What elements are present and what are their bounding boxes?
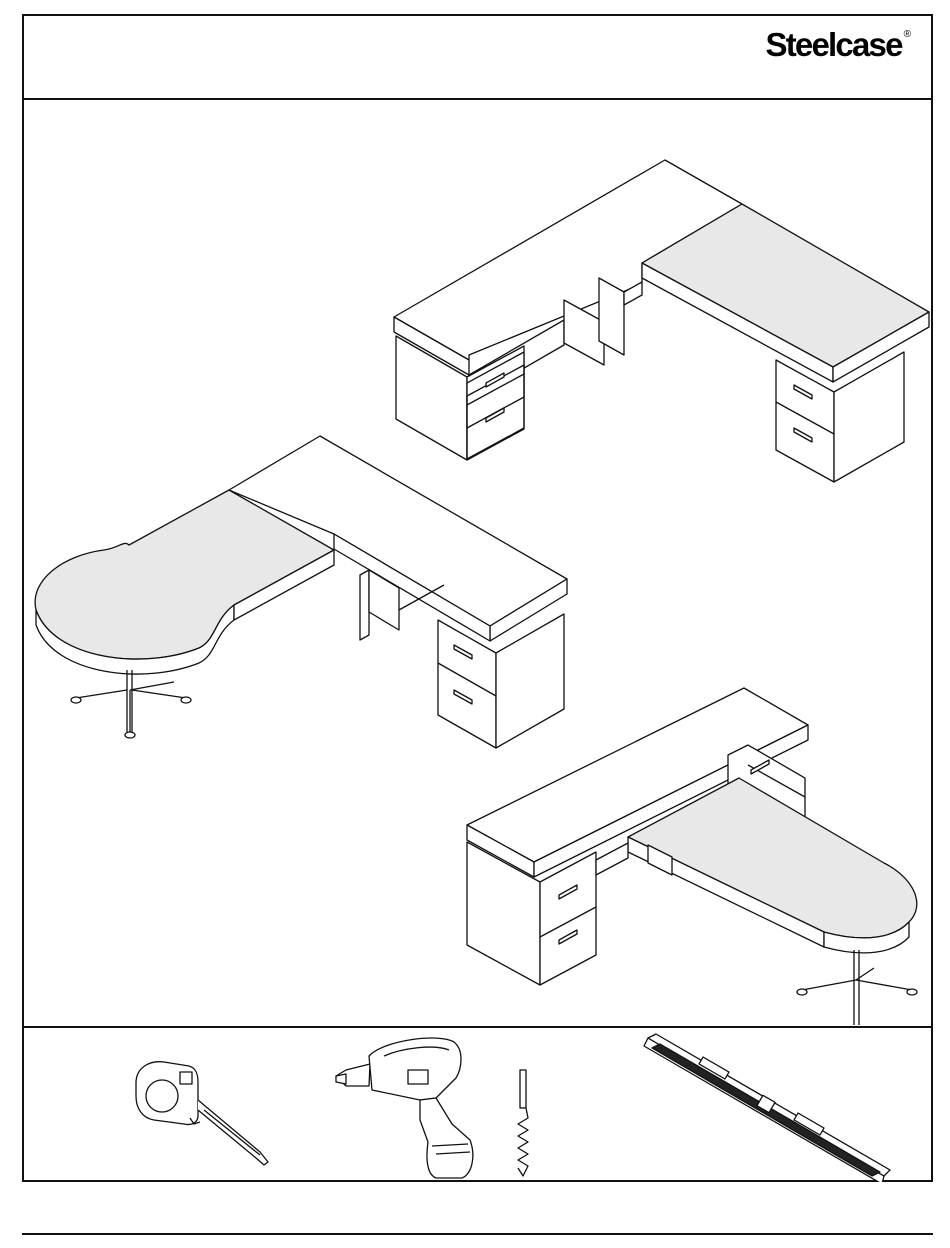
page-frame: Steelcase®	[22, 14, 933, 1182]
desk-illustrations	[24, 100, 931, 1026]
header: Steelcase®	[24, 16, 931, 100]
drill-bit-icon	[518, 1070, 528, 1176]
l-shaped-desk-with-peninsula-table	[35, 436, 567, 748]
desk-illustration-area	[24, 100, 931, 1026]
spirit-level-icon	[644, 1034, 890, 1182]
power-drill-icon	[336, 1038, 473, 1178]
brand-name: Steelcase	[766, 26, 902, 63]
tools-illustrations	[24, 1028, 931, 1182]
l-shaped-desk-with-return	[394, 160, 929, 482]
required-tools-panel	[24, 1026, 931, 1180]
registered-mark: ®	[904, 29, 911, 40]
bottom-rule	[22, 1233, 933, 1235]
steelcase-logo: Steelcase®	[766, 28, 911, 61]
tape-measure-icon	[136, 1062, 268, 1165]
t-shaped-desk-with-bullet-return	[467, 688, 917, 1025]
